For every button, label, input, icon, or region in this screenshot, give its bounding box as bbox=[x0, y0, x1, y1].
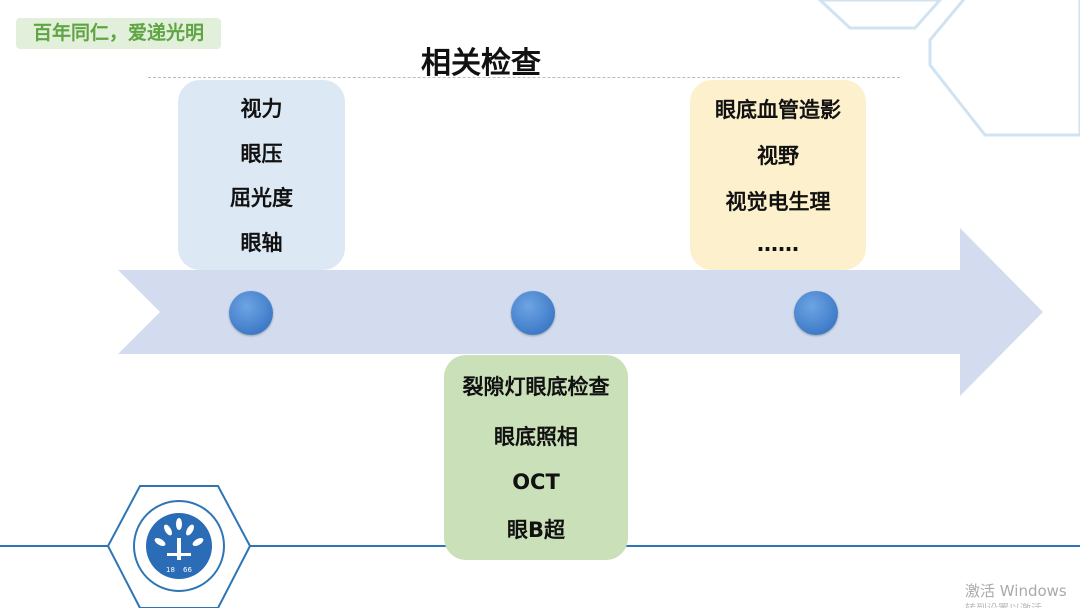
exam-box-advanced: 眼底血管造影 视野 视觉电生理 …… bbox=[690, 80, 866, 270]
exam-item: 眼B超 bbox=[506, 518, 565, 543]
slogan-badge: 百年同仁，爱递光明 bbox=[16, 18, 221, 49]
title-divider bbox=[148, 77, 900, 78]
exam-item: 视力 bbox=[240, 97, 283, 122]
exam-item: 屈光度 bbox=[230, 186, 293, 211]
exam-item: 眼压 bbox=[240, 141, 283, 166]
timeline-dot bbox=[794, 291, 838, 335]
exam-item: 眼底照相 bbox=[494, 424, 578, 449]
exam-item: 裂隙灯眼底检查 bbox=[462, 374, 610, 399]
activation-watermark-sub: 转到设置以激活 Windows。 bbox=[965, 600, 1080, 608]
hexagon-decoration bbox=[817, 0, 1080, 137]
exam-item: 视野 bbox=[757, 144, 799, 168]
exam-box-basic: 视力 眼压 屈光度 眼轴 bbox=[178, 80, 345, 270]
exam-box-imaging: 裂隙灯眼底检查 眼底照相 OCT 眼B超 bbox=[444, 355, 628, 560]
exam-item: OCT bbox=[512, 470, 560, 495]
page-title: 相关检查 bbox=[421, 46, 541, 81]
timeline-arrow bbox=[118, 228, 1043, 396]
activation-watermark: 激活 Windows bbox=[965, 582, 1067, 600]
exam-item: 眼轴 bbox=[240, 230, 283, 255]
timeline-dot bbox=[229, 291, 273, 335]
svg-text:18: 18 bbox=[166, 566, 175, 574]
exam-item: 眼底血管造影 bbox=[715, 98, 841, 122]
exam-item: …… bbox=[757, 232, 799, 256]
exam-item: 视觉电生理 bbox=[725, 190, 831, 214]
timeline-dot bbox=[511, 291, 555, 335]
svg-text:66: 66 bbox=[183, 566, 192, 574]
hospital-logo: 18 66 bbox=[133, 500, 225, 592]
